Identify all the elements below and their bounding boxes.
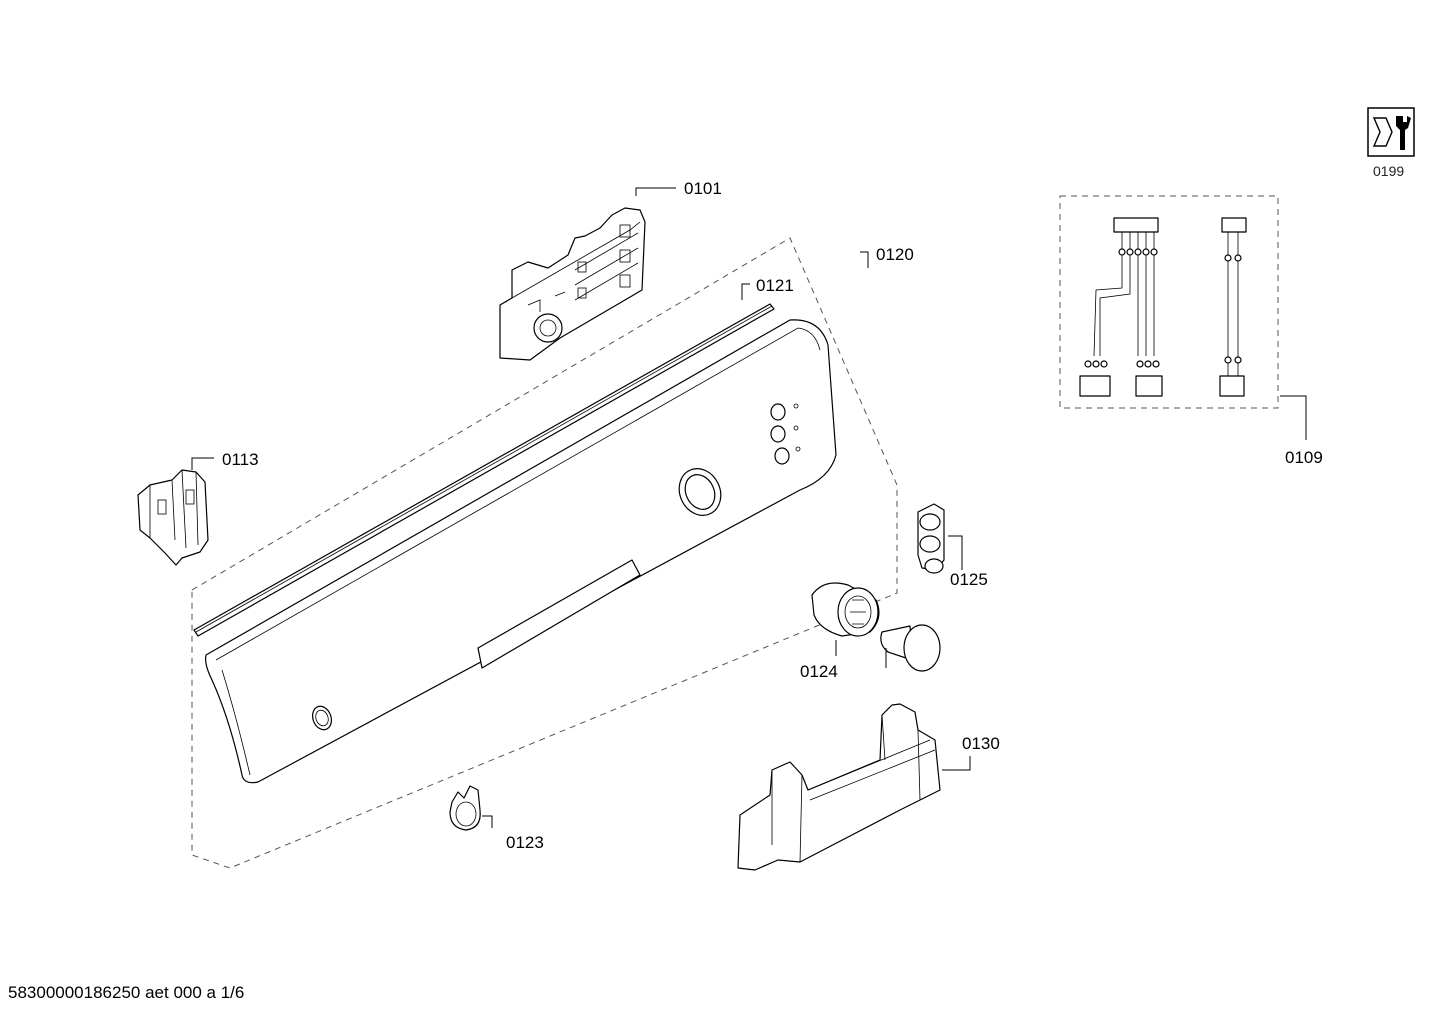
label-0123: 0123 bbox=[506, 833, 544, 852]
part-0125-button-set[interactable]: 0125 bbox=[917, 503, 988, 589]
label-0120: 0120 bbox=[876, 245, 914, 264]
label-0124: 0124 bbox=[800, 662, 838, 681]
label-0113: 0113 bbox=[222, 450, 259, 469]
wrench-icon[interactable] bbox=[1367, 107, 1415, 157]
label-0125: 0125 bbox=[950, 570, 988, 589]
part-0130-housing[interactable]: 0130 bbox=[737, 703, 1000, 871]
part-0109-cable-harness[interactable]: 0109 bbox=[1059, 195, 1323, 467]
drawing-code: 58300000186250 aet 000 a 1/6 bbox=[8, 983, 244, 1002]
part-0113-bracket[interactable]: 0113 bbox=[137, 450, 259, 566]
part-0101-electronic-module[interactable]: 0101 bbox=[499, 179, 722, 361]
service-icon-group: 0199 bbox=[1367, 107, 1415, 179]
label-0130: 0130 bbox=[962, 734, 1000, 753]
part-0123-clip[interactable]: 0123 bbox=[449, 785, 544, 852]
part-0120-control-panel[interactable] bbox=[205, 319, 837, 784]
part-0121-trim-strip[interactable]: 0121 bbox=[193, 276, 794, 637]
label-0109: 0109 bbox=[1285, 448, 1323, 467]
panel-assembly-outline: 0120 bbox=[191, 237, 914, 869]
label-0101: 0101 bbox=[684, 179, 722, 198]
service-icon-label: 0199 bbox=[1373, 163, 1404, 179]
part-0124-knob[interactable]: 0124 bbox=[800, 582, 941, 681]
label-0121: 0121 bbox=[756, 276, 794, 295]
